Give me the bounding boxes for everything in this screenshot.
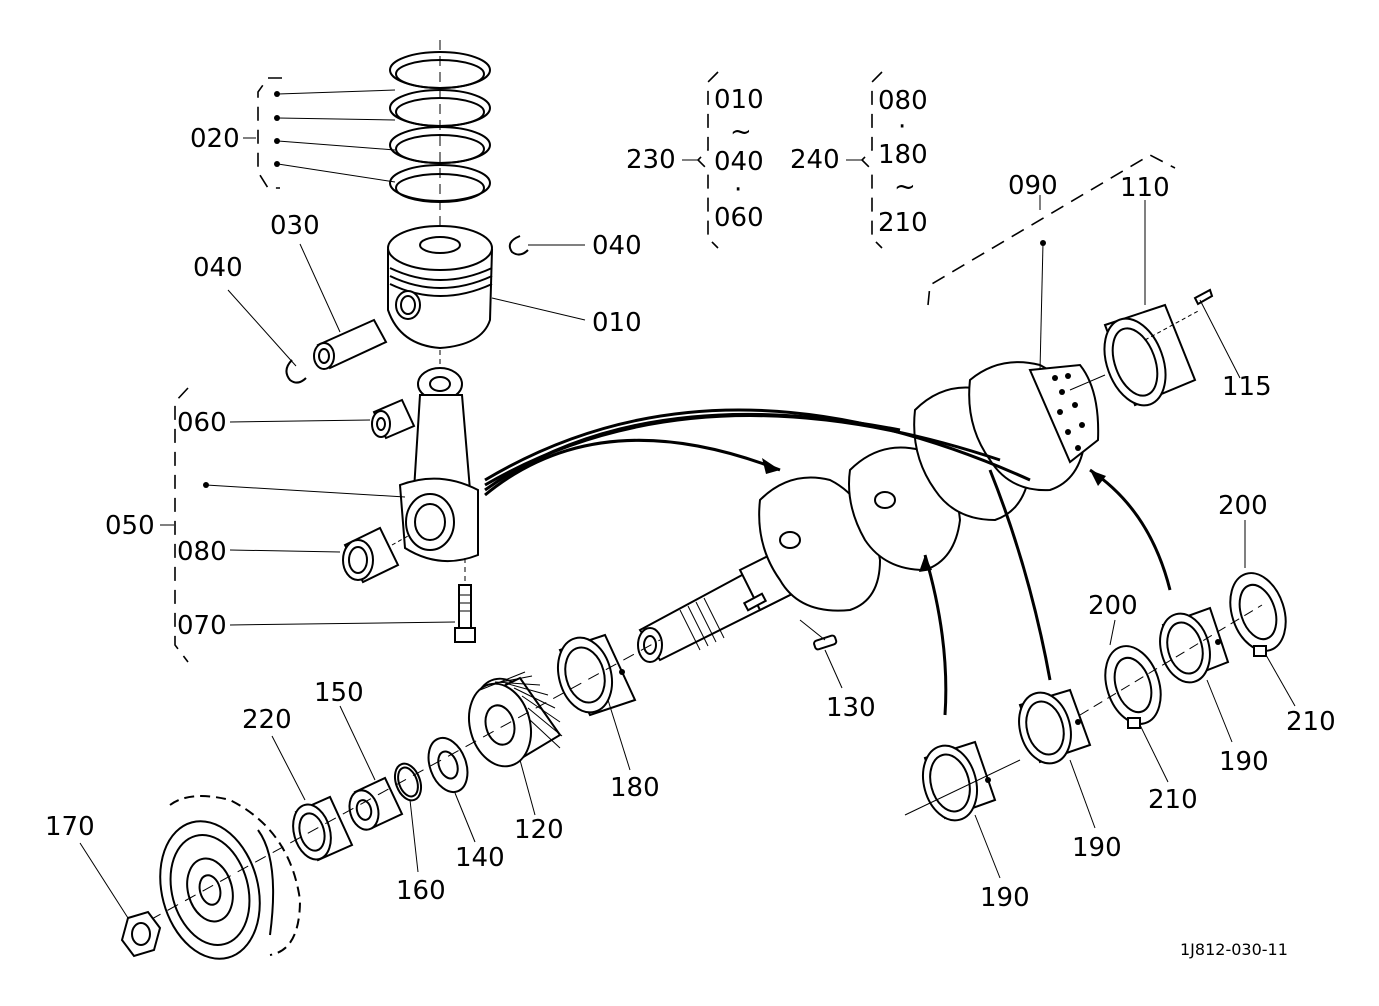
group-240-end: 210 [878, 208, 928, 238]
callout-210-a: 210 [1148, 785, 1198, 815]
drawing-reference-number: 1J812-030-11 [1180, 940, 1288, 959]
main-bearing-190-middle [1018, 688, 1096, 829]
group-240-bracket [846, 71, 883, 249]
callout-140: 140 [455, 843, 505, 873]
group-230-start: 010 [714, 85, 764, 115]
callout-115: 115 [1222, 372, 1272, 402]
callout-200-b: 200 [1218, 491, 1268, 521]
small-end-bushing [229, 398, 416, 440]
group-050-bracket [160, 387, 406, 663]
callout-130: 130 [826, 693, 876, 723]
nut-170 [79, 842, 162, 958]
callout-200-a: 200 [1088, 591, 1138, 621]
group-230-bracket [682, 71, 719, 249]
collar-150 [339, 705, 404, 831]
callout-220: 220 [242, 705, 292, 735]
gear-120 [468, 671, 563, 816]
snap-ring-left [227, 289, 307, 384]
callout-190-c: 190 [980, 883, 1030, 913]
callout-060: 060 [177, 408, 227, 438]
callout-150: 150 [314, 678, 364, 708]
crankpin-bearing [229, 526, 409, 584]
group-090-bracket [927, 154, 1176, 371]
group-240-start: 080 [878, 86, 928, 116]
thrust-washer-200-a [1104, 619, 1169, 783]
callout-080: 080 [177, 537, 227, 567]
callout-050: 050 [105, 511, 155, 541]
callout-040-right: 040 [592, 231, 642, 261]
group-240-dot: · [898, 112, 906, 142]
callout-120: 120 [514, 815, 564, 845]
callout-240: 240 [790, 145, 840, 175]
connecting-rod [398, 350, 479, 585]
group-240-mid: 180 [878, 140, 928, 170]
main-bearing-190-front [904, 740, 1021, 879]
assembly-arrows [484, 408, 1172, 716]
crankshaft-pulley [149, 639, 661, 960]
callout-040-left: 040 [193, 253, 243, 283]
callout-230: 230 [626, 145, 676, 175]
callout-170: 170 [45, 812, 95, 842]
piston-pin [299, 243, 388, 370]
callout-labels: 020 030 040 040 010 060 050 080 070 230 … [45, 85, 1336, 959]
callout-110: 110 [1120, 173, 1170, 203]
callout-090: 090 [1008, 171, 1058, 201]
connecting-rod-bolt [229, 584, 476, 643]
group-240-tilde: ~ [894, 172, 916, 202]
thrust-washer-200-b [1079, 520, 1296, 716]
piston-rings [243, 40, 491, 250]
callout-190-b: 190 [1072, 833, 1122, 863]
callout-180: 180 [610, 773, 660, 803]
pin-115 [1144, 288, 1241, 379]
callout-070: 070 [177, 611, 227, 641]
bearing-110 [1069, 200, 1197, 407]
piston [387, 225, 586, 350]
bearing-180 [557, 633, 637, 771]
group-230-dot: · [734, 175, 742, 205]
callout-210-b: 210 [1286, 707, 1336, 737]
crank-key [799, 619, 843, 689]
group-230-tilde: ~ [730, 117, 752, 147]
oil-seal-220 [271, 735, 354, 862]
washer-140 [427, 736, 476, 843]
main-bearing-190-rear [1159, 606, 1233, 743]
callout-190-a: 190 [1219, 747, 1269, 777]
callout-010: 010 [592, 308, 642, 338]
crankshaft [637, 361, 1100, 663]
o-ring-160 [393, 762, 423, 873]
group-230-end: 060 [714, 203, 764, 233]
snap-ring-right [508, 235, 585, 256]
callout-030: 030 [270, 211, 320, 241]
callout-160: 160 [396, 876, 446, 906]
group-230-mid: 040 [714, 147, 764, 177]
callout-020: 020 [190, 124, 240, 154]
